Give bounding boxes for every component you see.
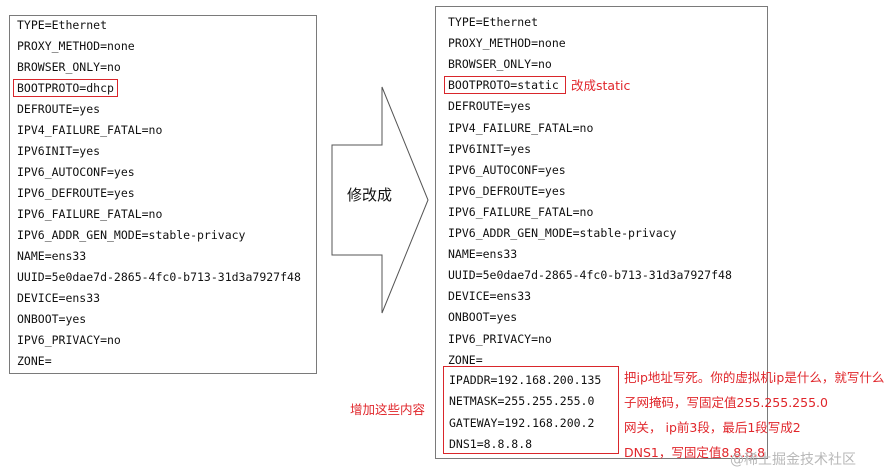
config-line: UUID=5e0dae7d-2865-4fc0-b713-31d3a7927f4… bbox=[448, 268, 732, 283]
bootproto-dhcp-highlight bbox=[13, 79, 118, 97]
added-note: 增加这些内容 bbox=[350, 402, 426, 417]
config-line: DEFROUTE=yes bbox=[17, 102, 101, 116]
config-line: IPV6_ADDR_GEN_MODE=stable-privacy bbox=[17, 228, 246, 242]
config-line: IPV6_FAILURE_FATAL=no bbox=[448, 204, 594, 219]
config-line: BOOTPROTO=static bbox=[448, 78, 559, 93]
config-line: IPADDR=192.168.200.135 bbox=[449, 373, 602, 387]
config-line: TYPE=Ethernet bbox=[448, 15, 539, 29]
config-line: IPV6_DEFROUTE=yes bbox=[17, 186, 135, 200]
config-line: TYPE=Ethernet bbox=[17, 18, 108, 32]
config-line: IPV6_AUTOCONF=yes bbox=[448, 162, 566, 177]
config-line: ONBOOT=yes bbox=[17, 312, 87, 326]
config-line: IPV6INIT=yes bbox=[17, 144, 101, 158]
config-line: IPV6_PRIVACY=no bbox=[17, 333, 121, 347]
arrow-label: 修改成 bbox=[347, 186, 393, 204]
added-lines-highlight bbox=[443, 366, 619, 454]
config-line: ZONE= bbox=[17, 354, 52, 368]
watermark: @稀土掘金技术社区 bbox=[730, 452, 856, 468]
config-line: IPV6_DEFROUTE=yes bbox=[448, 183, 566, 198]
config-line: NAME=ens33 bbox=[448, 247, 518, 262]
netmask-note: 子网掩码，写固定值255.255.255.0 bbox=[624, 395, 828, 410]
config-line: IPV4_FAILURE_FATAL=no bbox=[448, 120, 594, 135]
config-line: ZONE= bbox=[448, 352, 483, 367]
config-line: PROXY_METHOD=none bbox=[448, 36, 566, 51]
config-line: DEVICE=ens33 bbox=[448, 289, 532, 304]
bootproto-static-highlight bbox=[444, 76, 566, 94]
modified-config-panel bbox=[435, 6, 768, 459]
gateway-note: 网关， ip前3段，最后1段写成2 bbox=[624, 420, 801, 435]
config-line: BROWSER_ONLY=no bbox=[17, 60, 121, 74]
config-line: DNS1=8.8.8.8 bbox=[449, 436, 533, 451]
config-line: DEFROUTE=yes bbox=[448, 99, 532, 114]
config-line: IPV6INIT=yes bbox=[448, 141, 532, 156]
config-line: IPV6_FAILURE_FATAL=no bbox=[17, 207, 163, 221]
ip-note: 把ip地址写死。你的虚拟机ip是什么，就写什么 bbox=[624, 370, 885, 385]
config-line: IPV6_AUTOCONF=yes bbox=[17, 165, 135, 179]
config-line: GATEWAY=192.168.200.2 bbox=[449, 415, 595, 430]
config-line: BOOTPROTO=dhcp bbox=[17, 81, 114, 95]
config-line: IPV6_ADDR_GEN_MODE=stable-privacy bbox=[448, 226, 677, 240]
dns-note: DNS1，写固定值8.8.8.8 bbox=[624, 445, 766, 460]
config-line: DEVICE=ens33 bbox=[17, 291, 101, 305]
config-line: ONBOOT=yes bbox=[448, 310, 518, 325]
config-line: PROXY_METHOD=none bbox=[17, 39, 135, 53]
original-config-panel bbox=[9, 15, 317, 374]
config-line: NETMASK=255.255.255.0 bbox=[449, 394, 595, 409]
right-arrow-icon bbox=[331, 86, 429, 314]
config-line: NAME=ens33 bbox=[17, 249, 87, 263]
config-line: IPV4_FAILURE_FATAL=no bbox=[17, 123, 163, 137]
config-line: IPV6_PRIVACY=no bbox=[448, 331, 552, 346]
bootproto-note: 改成static bbox=[571, 78, 631, 93]
config-line: UUID=5e0dae7d-2865-4fc0-b713-31d3a7927f4… bbox=[17, 270, 301, 284]
config-line: BROWSER_ONLY=no bbox=[448, 57, 552, 72]
